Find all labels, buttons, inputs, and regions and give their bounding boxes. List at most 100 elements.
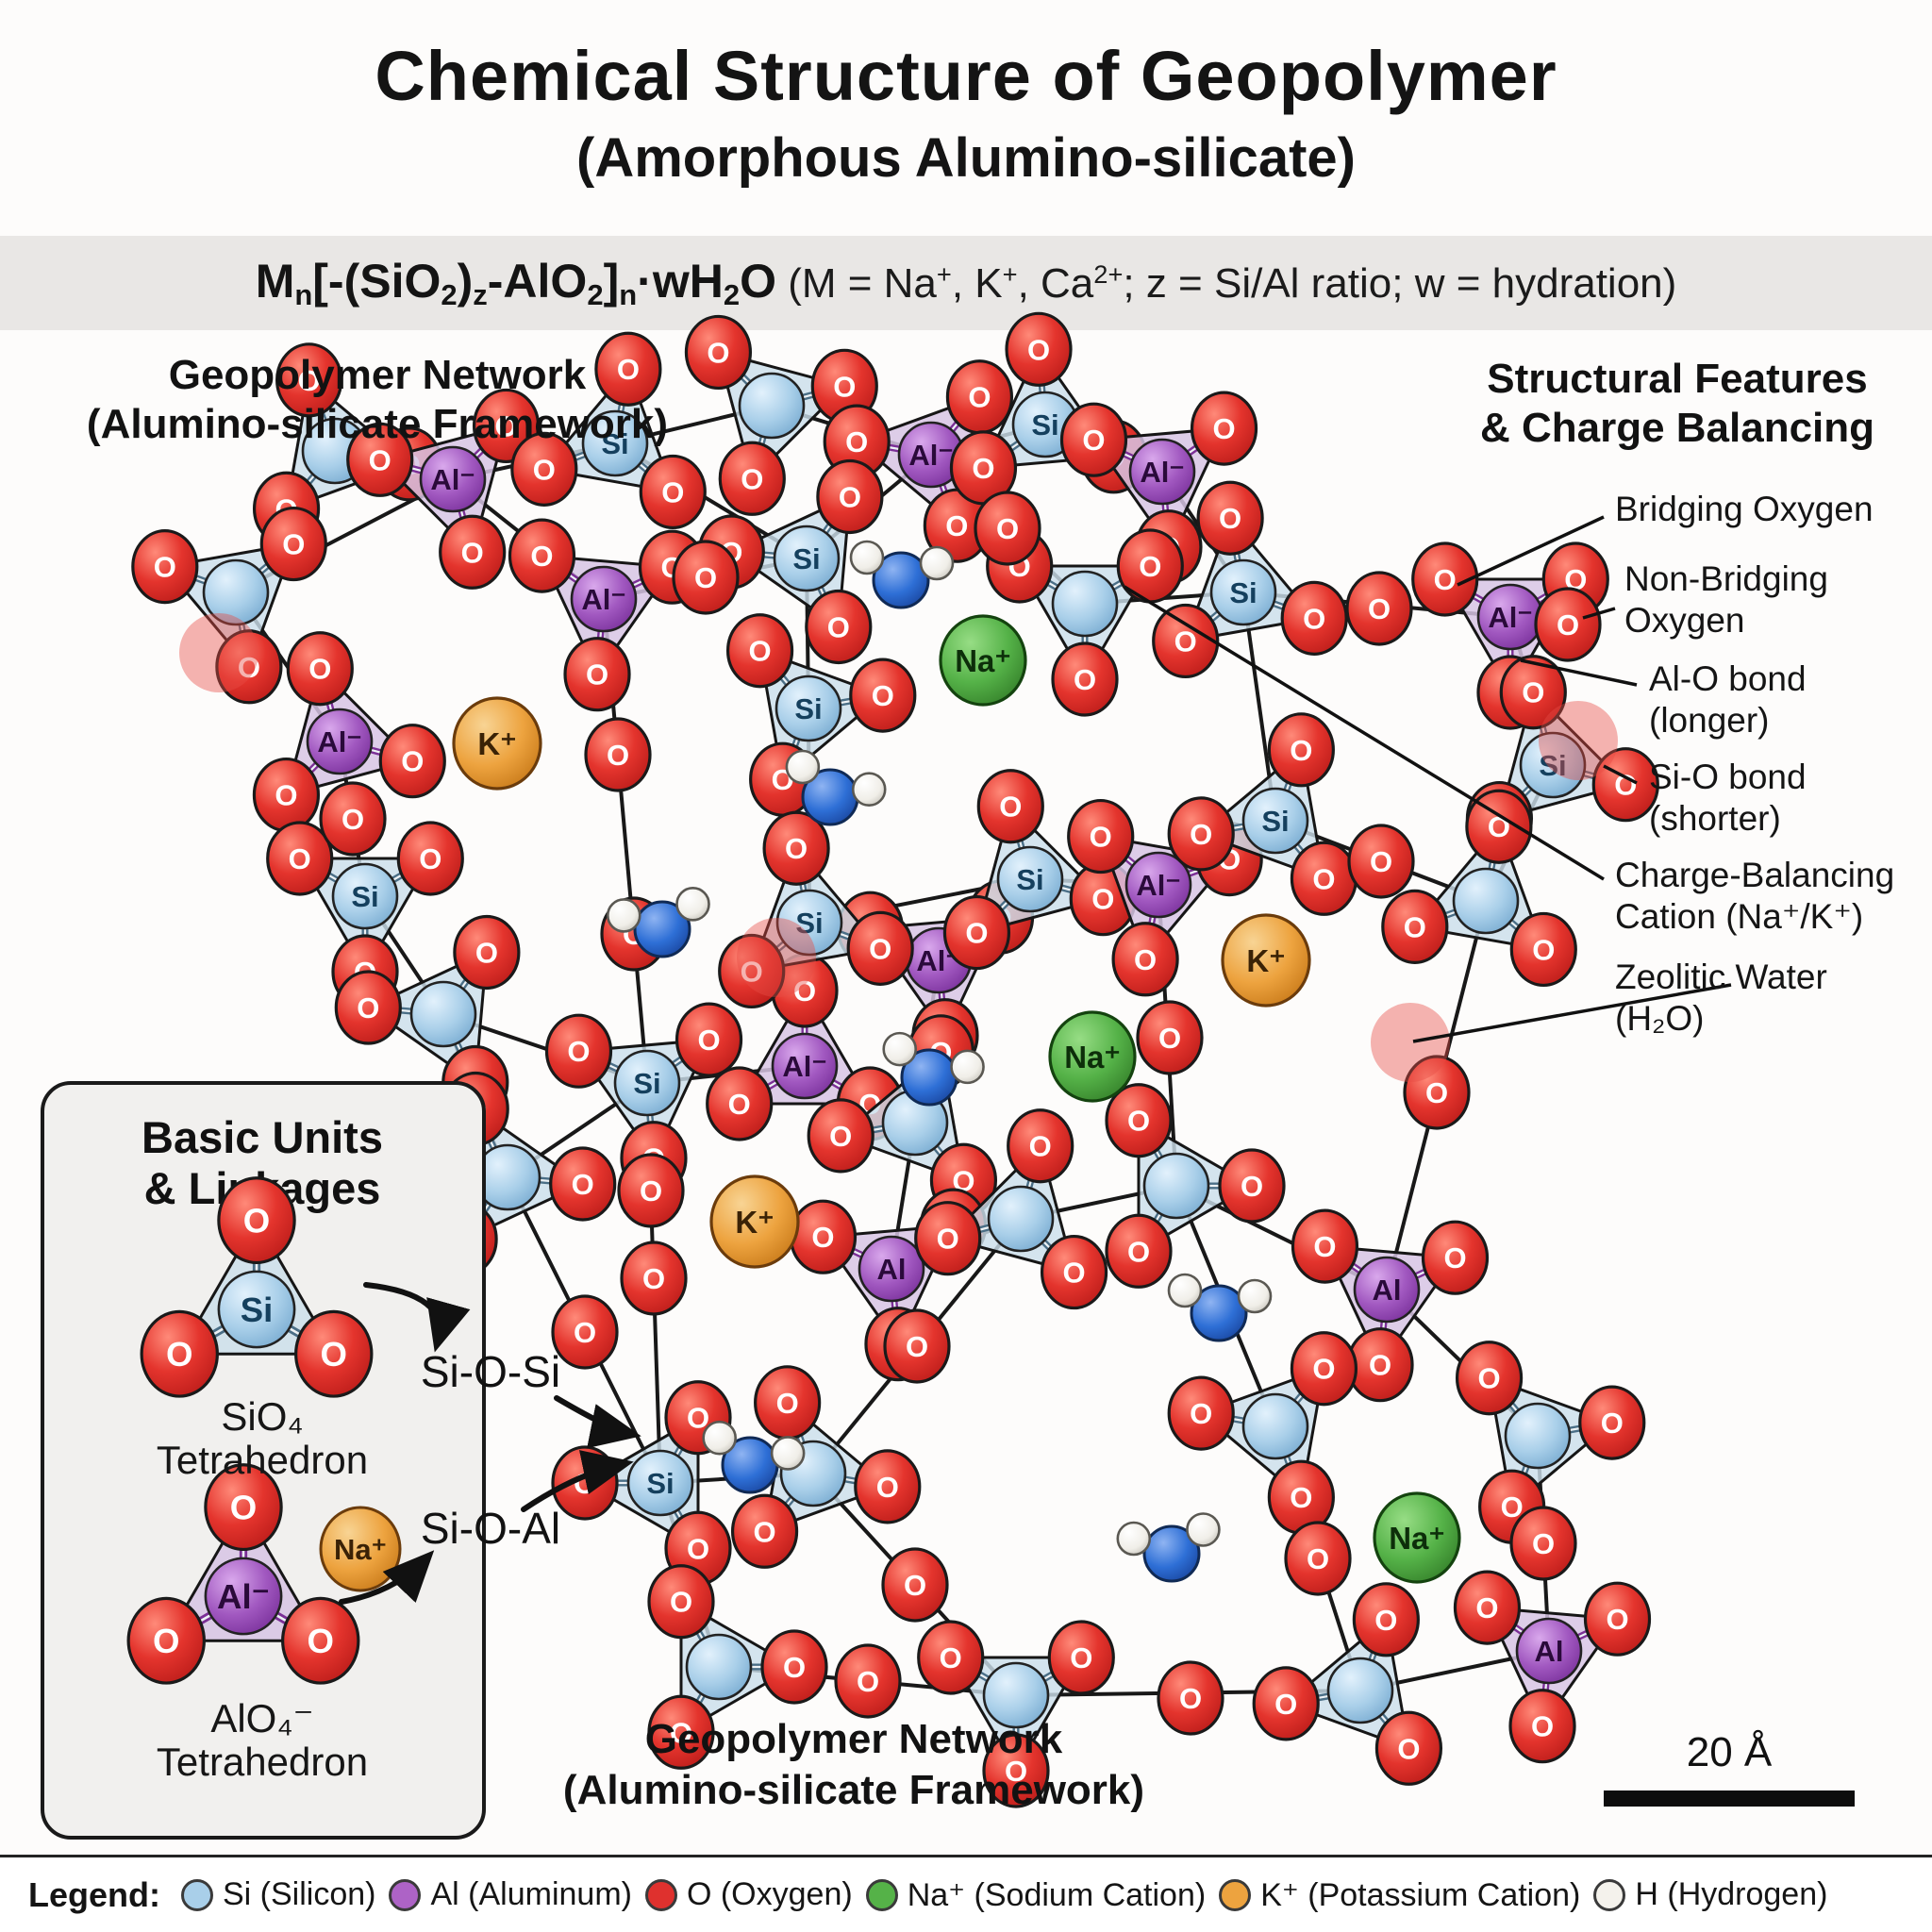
silicon-atom	[987, 1185, 1055, 1253]
oxygen-atom	[976, 769, 1044, 844]
oxygen-label: O	[289, 842, 311, 875]
oxygen-atom	[805, 589, 873, 665]
silicon-label: Si	[1016, 863, 1043, 896]
cation-sphere	[452, 696, 542, 791]
silicon-label: Si	[794, 692, 822, 725]
cation-sphere	[939, 614, 1027, 707]
si-o-al-label: Si-O-Al	[421, 1504, 560, 1553]
oxygen-atom	[1509, 911, 1577, 988]
oxygen-label: O	[308, 653, 331, 686]
oxygen-atom	[917, 1620, 985, 1695]
silicon-atom	[581, 409, 649, 477]
oxygen-atom	[706, 1066, 774, 1141]
oxygen-atom	[1267, 712, 1335, 788]
aluminum-atom	[1353, 1256, 1421, 1324]
chemical-formula: Mn[-(SiO2)z-AlO2]n·wH2O	[256, 254, 776, 312]
aluminum-label: Al⁻	[908, 439, 953, 472]
oxygen-label: O	[1606, 1603, 1628, 1636]
oxygen-atom	[1105, 1213, 1173, 1289]
legend-item-o: O (Oxygen)	[644, 1876, 853, 1913]
oxygen-label: O	[243, 1202, 270, 1241]
oxygen-label: O	[401, 745, 424, 778]
silicon-atom	[1051, 570, 1119, 638]
al-swatch-icon	[389, 1878, 422, 1911]
formula-segment: , Ca	[1017, 259, 1094, 307]
callout-leader-lines	[1124, 515, 1732, 1043]
si-tetrahedron: OOO	[334, 914, 521, 1121]
aluminum-label: Al	[1373, 1274, 1402, 1307]
oxygen-label: O	[972, 452, 994, 485]
silicon-atom	[685, 1633, 753, 1701]
silicon-atom	[1209, 558, 1277, 626]
sodium-cation: Na⁺	[939, 614, 1027, 707]
oxygen-label: O	[640, 1174, 662, 1208]
oxygen-label: O	[965, 917, 988, 950]
oxygen-atom	[1421, 1220, 1490, 1295]
oxygen-label: O	[741, 462, 763, 495]
oxygen-label: O	[904, 1569, 926, 1602]
oxygen-label: O	[1307, 1542, 1329, 1575]
oxygen-atom	[1345, 571, 1413, 646]
oxygen-label: O	[1478, 1362, 1501, 1395]
oxygen-atom	[1280, 580, 1348, 656]
formula-segment: )	[457, 255, 474, 308]
oxygen-label: O	[839, 480, 861, 513]
oxygen-label: O	[238, 651, 260, 684]
oxygen-atom	[281, 1596, 360, 1685]
sio4-label: SiO₄	[221, 1394, 303, 1439]
oxygen-atom	[684, 314, 753, 391]
aluminum-atom	[204, 1557, 283, 1636]
si-tetrahedron: OOO	[1381, 789, 1577, 988]
silicon-atom	[1519, 731, 1587, 799]
scale-bar	[1604, 1790, 1855, 1807]
o-swatch-icon	[644, 1878, 677, 1911]
non-bridging-oxygen-line	[1582, 607, 1616, 620]
oxygen-label: O	[1005, 1755, 1027, 1788]
oxygen-label: O	[419, 842, 441, 875]
oxygen-atom	[346, 422, 414, 497]
oxygen-atom	[725, 613, 794, 689]
silicon-atom	[202, 558, 270, 626]
aluminum-label: Al⁻	[1136, 869, 1180, 902]
oxygen-atom	[1381, 889, 1449, 964]
oxygen-label: O	[1091, 883, 1114, 916]
oxygen-atom	[1167, 1375, 1235, 1451]
potassium-cation: K⁺	[709, 1174, 800, 1269]
h-swatch-icon	[1593, 1878, 1626, 1911]
cation-sphere	[709, 1174, 800, 1269]
cation-sphere	[1373, 1491, 1461, 1584]
na-swatch-icon	[865, 1878, 898, 1911]
silicon-atom	[1241, 787, 1309, 855]
formula-segment: +	[936, 258, 952, 289]
oxygen-atom	[1455, 1341, 1524, 1416]
aluminum-atom	[419, 445, 487, 513]
si-tetrahedron: OOO	[917, 1620, 1115, 1808]
oxygen-atom	[639, 454, 707, 530]
silicon-label: Si	[601, 427, 628, 460]
zeolitic-water-blob	[1371, 1003, 1450, 1082]
formula-segment: ·wH	[637, 255, 724, 308]
oxygen-atom	[1290, 1331, 1358, 1407]
oxygen-label: O	[1531, 1710, 1554, 1743]
water-molecule	[849, 540, 955, 609]
oxygen-label: O	[166, 1335, 192, 1374]
hydrogen-atom	[702, 1420, 737, 1456]
silicon-atom	[1452, 867, 1520, 935]
oxygen-label: O	[1139, 550, 1161, 583]
cation-label: Na⁺	[955, 643, 1011, 678]
oxygen-atom	[1411, 541, 1479, 617]
legend-item-al: Al (Aluminum)	[389, 1876, 632, 1913]
oxygen-label: O	[999, 791, 1022, 824]
oxygen-atom	[834, 1643, 902, 1719]
right-heading-line2: & Charge Balancing	[1480, 405, 1874, 451]
oxygen-label: O	[776, 1387, 799, 1420]
hydrogen-atom	[1237, 1278, 1273, 1314]
oxygen-atom	[1047, 1620, 1115, 1695]
oxygen-atom	[1453, 1570, 1522, 1645]
